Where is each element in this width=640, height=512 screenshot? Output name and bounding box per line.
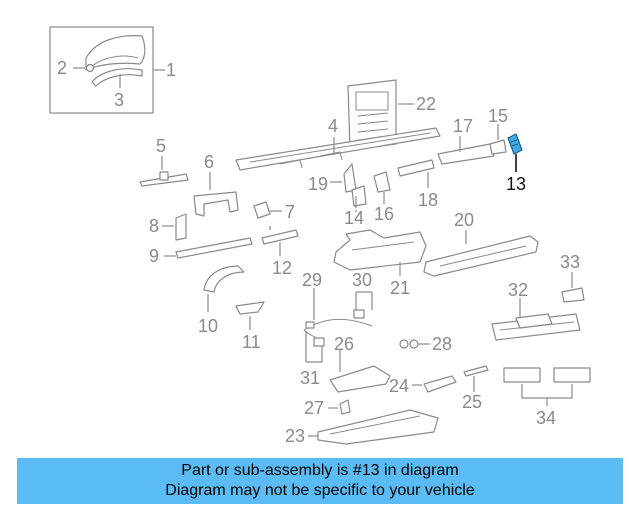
callout-15-16: 16	[374, 204, 394, 224]
callout-17: 17	[453, 116, 473, 136]
callout-31: 31	[300, 368, 320, 388]
callout-21: 21	[390, 278, 410, 298]
callout-20: 20	[454, 210, 474, 230]
part-1-cover	[85, 35, 146, 71]
callout-9: 9	[149, 246, 159, 266]
callout-19: 19	[308, 174, 328, 194]
part-19	[330, 163, 357, 193]
callout-26: 26	[334, 334, 354, 354]
part-12	[261, 229, 299, 256]
callout-4: 4	[328, 116, 338, 136]
callout-2: 2	[57, 58, 67, 78]
callout-5: 5	[156, 136, 166, 156]
part-33	[561, 272, 585, 303]
part-14	[351, 185, 367, 208]
part-16	[373, 171, 391, 204]
callout-18: 18	[418, 190, 438, 210]
callout-14: 14	[344, 208, 364, 228]
callout-10: 10	[198, 316, 218, 336]
part-3-bracket	[91, 68, 143, 87]
part-7	[253, 201, 282, 219]
part-11	[235, 301, 265, 330]
callout-11: 11	[242, 332, 261, 352]
callout-15: 15	[488, 106, 508, 126]
part-10	[203, 265, 245, 312]
callout-12: 12	[272, 258, 292, 278]
part-2-clip	[85, 63, 95, 73]
callout-34: 34	[536, 408, 556, 428]
callout-25: 25	[462, 392, 482, 412]
part-32	[491, 298, 581, 341]
part-29-30-31-assembly	[303, 288, 373, 363]
callout-8: 8	[149, 216, 159, 236]
part-24	[412, 375, 457, 393]
banner-line-1: Part or sub-assembly is #13 in diagram	[181, 462, 459, 479]
part-25	[463, 365, 489, 392]
callout-24: 24	[389, 376, 409, 396]
part-28	[399, 339, 430, 349]
callout-13-highlighted: 13	[506, 174, 526, 194]
info-banner: Part or sub-assembly is #13 in diagram D…	[17, 458, 623, 504]
callout-29: 29	[302, 270, 322, 290]
callout-22: 22	[416, 94, 436, 114]
part-15	[489, 124, 507, 155]
part-34	[503, 367, 591, 406]
part-18	[397, 159, 435, 188]
part-8	[162, 213, 187, 241]
callout-3: 3	[114, 90, 124, 110]
part-20	[423, 230, 539, 277]
part-23-glovebox	[308, 409, 439, 445]
part-9	[164, 237, 253, 259]
callout-7: 7	[285, 202, 295, 222]
callout-30: 30	[352, 270, 372, 290]
banner-line-2: Diagram may not be specific to your vehi…	[165, 482, 475, 499]
callout-33: 33	[560, 252, 580, 272]
part-6	[193, 172, 239, 217]
part-21	[333, 229, 427, 276]
part-4-dash-panel	[235, 127, 441, 171]
part-17	[437, 136, 495, 165]
callout-23: 23	[285, 426, 305, 446]
callout-1: 1	[166, 60, 176, 80]
callout-32: 32	[508, 280, 528, 300]
part-27	[328, 399, 351, 415]
callout-28: 28	[432, 334, 452, 354]
part-13-highlighted	[507, 133, 523, 172]
part-26	[329, 350, 391, 393]
inset-box	[49, 26, 165, 114]
callout-6: 6	[204, 152, 214, 172]
part-5	[139, 156, 189, 187]
callout-27: 27	[304, 398, 324, 418]
